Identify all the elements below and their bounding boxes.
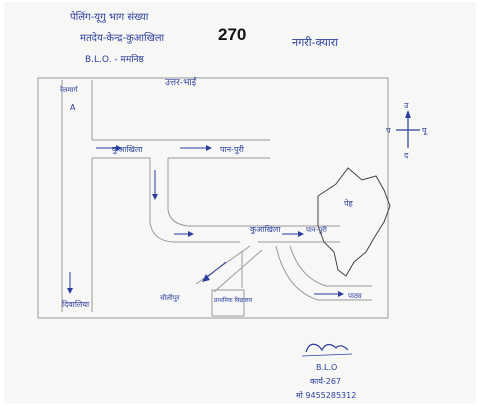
panpuri-2-label: पान-पुरी xyxy=(306,225,327,234)
pond-outline xyxy=(317,167,391,277)
header-line2: मतदेय-केन्द्र-कुआखिला xyxy=(80,32,165,44)
signature-scribble xyxy=(305,343,349,353)
bottom-left-label: दिवालिया xyxy=(62,299,90,309)
compass-south: द xyxy=(404,151,409,160)
booth-number: 270 xyxy=(218,25,246,44)
school-label: प्राथमिक विद्यालय xyxy=(214,296,253,304)
road-panpuri-label: पान-पुरी xyxy=(220,144,245,155)
chowk-label: चौलीपुर xyxy=(160,293,180,302)
connector-inner xyxy=(167,158,250,227)
north-arrow-icon xyxy=(405,110,411,118)
pond-label: पेह xyxy=(344,198,354,208)
signature-code: कार्य-267 xyxy=(310,376,341,386)
top-side-label: उत्तर-भाई xyxy=(165,76,197,88)
school-box xyxy=(211,289,245,317)
arrow-right-icon xyxy=(188,231,194,237)
kuakhila-centre-label: कुआखिला xyxy=(250,224,281,235)
top-road-lower-left xyxy=(92,157,151,222)
arrow-down-left-icon xyxy=(202,274,210,282)
down-arrow-icon xyxy=(152,194,158,200)
header-line3: B.L.O. - ममनिष्ठ xyxy=(85,53,145,65)
bottom-right-road-label: पाठ्य xyxy=(348,292,362,300)
village-title: नगरी-क्यारा xyxy=(292,36,338,49)
map-sheet xyxy=(4,2,476,404)
signature-block: B.L.O कार्य-267 मो 9455285312 xyxy=(296,343,356,400)
compass: उ द प पू xyxy=(386,101,429,160)
signature-role: B.L.O xyxy=(316,363,337,372)
curve-road-1 xyxy=(275,245,372,301)
connector-outer xyxy=(149,221,240,243)
header-line1: पेलिंग-यूगु भाग संख्या xyxy=(70,11,149,23)
arrow-right-icon xyxy=(338,291,344,297)
arrow-right-icon xyxy=(116,145,122,151)
mark-a: A xyxy=(70,103,76,112)
diagonal-road-2 xyxy=(213,249,263,293)
curve-road-2 xyxy=(289,245,372,287)
down-arrow-icon xyxy=(67,288,73,294)
signature-underline xyxy=(301,353,353,357)
compass-north: उ xyxy=(404,101,409,110)
arrow-right-icon xyxy=(206,145,212,151)
left-road-label: रेलमार्ग xyxy=(60,85,79,94)
diagonal-arrow-line xyxy=(205,261,227,279)
arrow-right-icon xyxy=(298,231,304,237)
road-kuakhila-label: कुआखिला xyxy=(112,144,143,155)
map-border xyxy=(37,77,389,319)
signature-mobile: मो 9455285312 xyxy=(296,390,356,400)
compass-east: पू xyxy=(422,126,429,136)
